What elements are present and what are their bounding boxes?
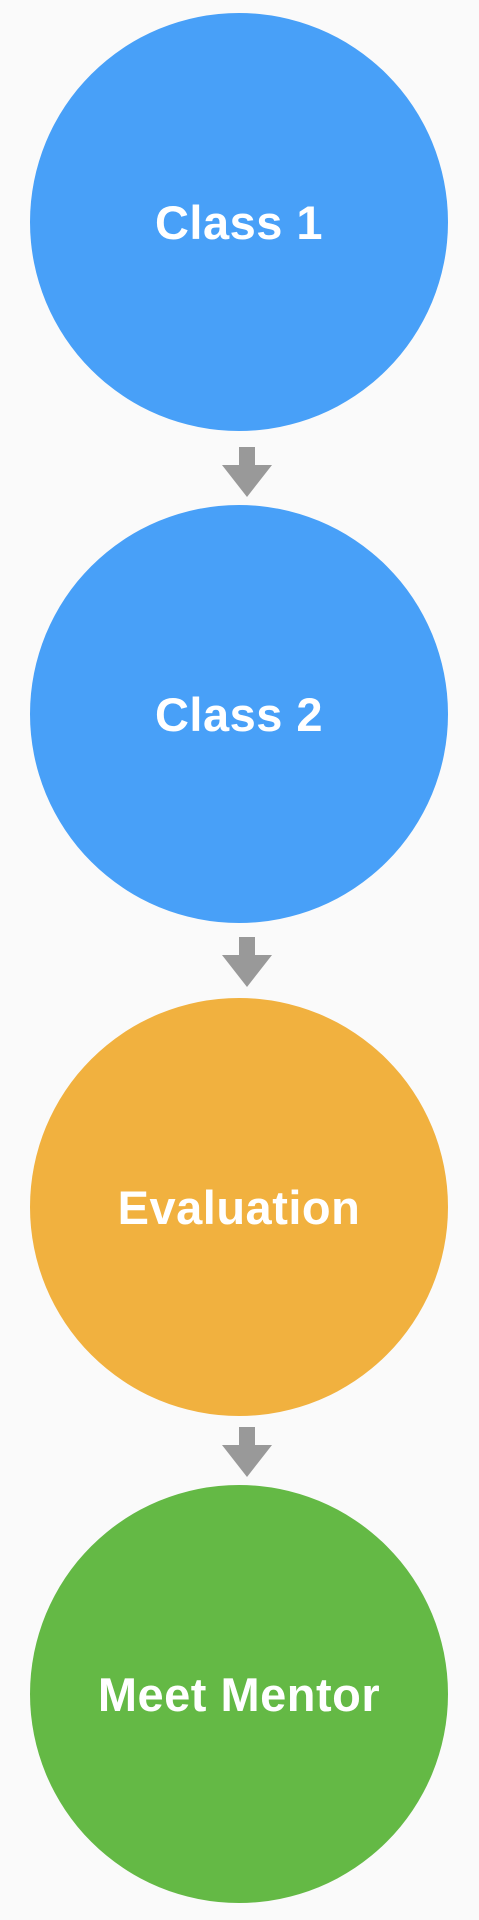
node-label: Class 1: [154, 195, 324, 249]
node-meet-mentor: Meet Mentor: [30, 1485, 448, 1903]
node-class-1: Class 1: [30, 13, 448, 431]
node-class-2: Class 2: [30, 505, 448, 923]
node-label: Meet Mentor: [97, 1667, 381, 1721]
arrow-down-icon: [222, 1427, 272, 1477]
node-evaluation: Evaluation: [30, 998, 448, 1416]
arrow-down-icon: [222, 447, 272, 497]
arrow-down-icon: [222, 937, 272, 987]
node-label: Class 2: [154, 687, 324, 741]
node-label: Evaluation: [117, 1180, 361, 1234]
